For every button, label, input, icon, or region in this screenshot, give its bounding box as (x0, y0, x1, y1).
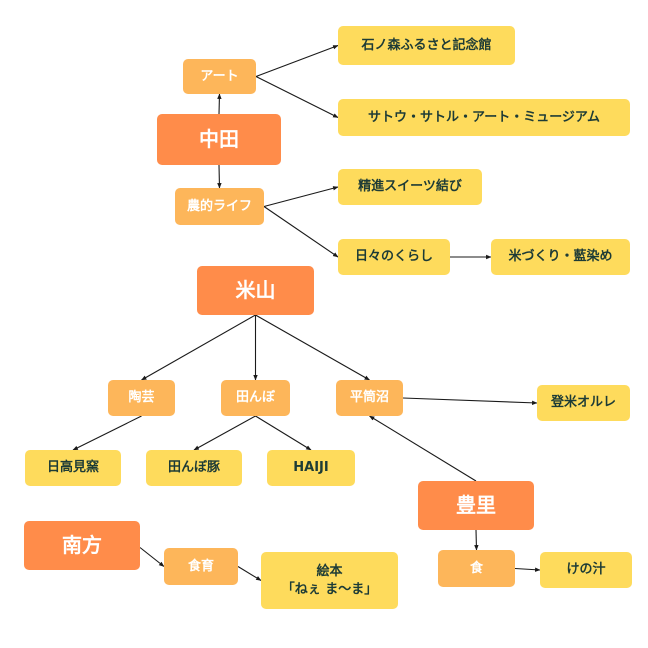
node-shokuiku[interactable]: 食育 (164, 548, 238, 585)
edge-toyosato-to-hirazutsu (369, 415, 477, 482)
node-tougei[interactable]: 陶芸 (108, 380, 175, 416)
node-nakada[interactable]: 中田 (157, 114, 281, 165)
edge-nakada-to-art (217, 93, 222, 115)
node-shoku[interactable]: 食 (438, 550, 515, 587)
node-tome-olle[interactable]: 登米オルレ (537, 385, 630, 421)
node-hibi-no-kurashi[interactable]: 日々のくらし (338, 239, 450, 275)
edge-art-to-ishinomori (255, 44, 339, 78)
node-haiji[interactable]: HAIJI (267, 450, 355, 486)
edge-minamikata-to-shokuiku (139, 547, 165, 567)
edge-nakada-to-farm_life (217, 164, 222, 189)
node-komedukuri-aizome[interactable]: 米づくり・藍染め (491, 239, 630, 275)
node-art[interactable]: アート (183, 59, 256, 94)
edge-yoneyama-to-tougei (141, 314, 256, 381)
node-shojin-sweets[interactable]: 精進スイーツ結び (338, 169, 482, 205)
node-ishinomori-memorial[interactable]: 石ノ森ふるさと記念館 (338, 26, 515, 65)
edge-yoneyama-to-hirazutsu (255, 314, 370, 381)
edge-shokuiku-to-ehon (237, 566, 262, 581)
node-farm-life[interactable]: 農的ライフ (175, 188, 264, 225)
edge-hirazutsu-to-orle (402, 397, 538, 406)
node-hirazutsu-numa[interactable]: 平筒沼 (336, 380, 403, 416)
edge-tougei-to-hitakami (72, 415, 142, 451)
edge-farm_life-to-shojin (263, 186, 339, 208)
node-tanbo-buta[interactable]: 田んぼ豚 (146, 450, 242, 486)
node-tanbo[interactable]: 田んぼ (221, 380, 290, 416)
edge-tanbo-to-haiji (255, 415, 312, 451)
node-toyosato[interactable]: 豊里 (418, 481, 534, 530)
edge-tanbo-to-tanbo_buta (193, 415, 256, 451)
node-hitakami-kiln[interactable]: 日高見窯 (25, 450, 121, 486)
node-minamikata[interactable]: 南方 (24, 521, 140, 570)
edge-toyosato-to-shoku (474, 529, 479, 551)
node-picture-book[interactable]: 絵本 「ねぇ ま〜ま」 (261, 552, 398, 609)
node-yoneyama[interactable]: 米山 (197, 266, 314, 315)
node-sato-museum[interactable]: サトウ・サトル・アート・ミュージアム (338, 99, 630, 136)
edge-shoku-to-kenojiru (514, 567, 541, 572)
edge-farm_life-to-hibi (263, 206, 339, 258)
edge-art-to-sato_museum (255, 76, 339, 118)
node-kenojiru[interactable]: けの汁 (540, 552, 632, 588)
